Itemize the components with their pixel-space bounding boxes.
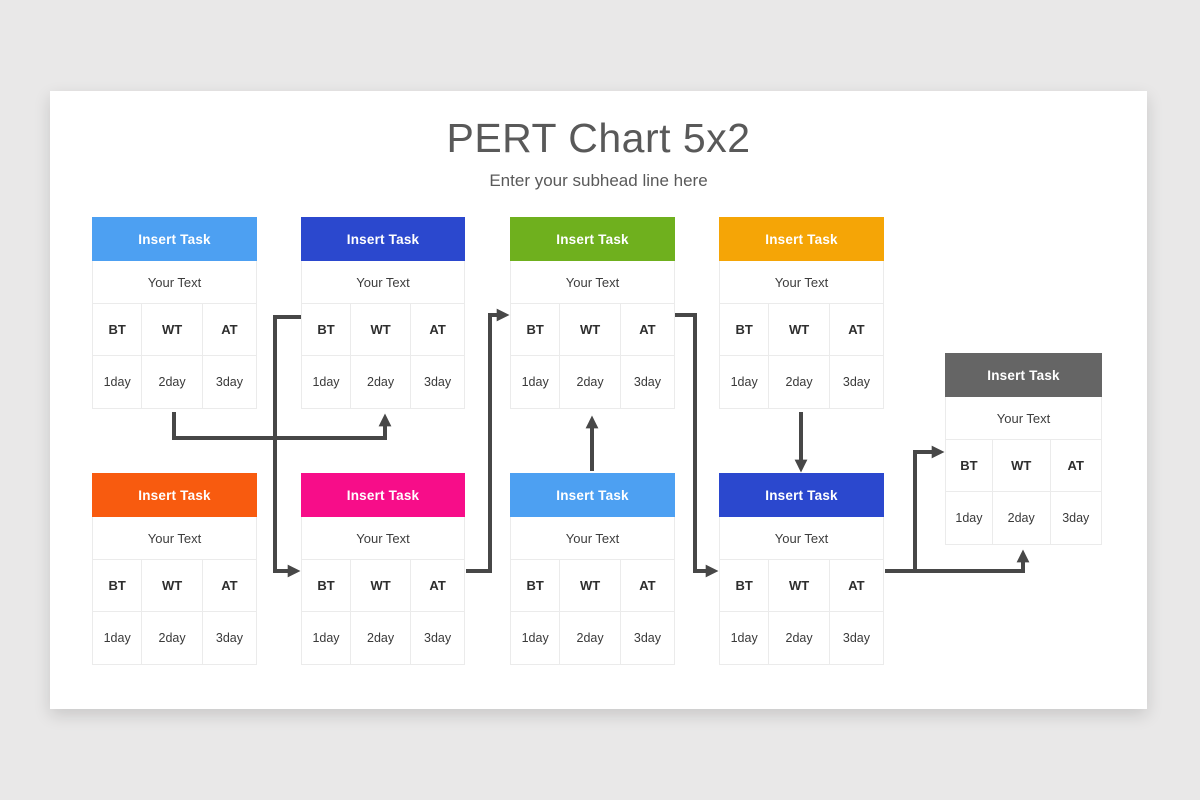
task-card-body-text[interactable]: Your Text [719, 261, 884, 303]
task-card-body-text[interactable]: Your Text [510, 261, 675, 303]
task-card-header[interactable]: Insert Task [945, 353, 1102, 397]
duration-cell: 2day [769, 612, 829, 664]
task-card-top-2[interactable]: Insert Task Your Text BT WT AT 1day 2day… [301, 217, 465, 409]
duration-cell: 1day [511, 612, 560, 664]
page-subtitle: Enter your subhead line here [489, 171, 708, 190]
task-card-header[interactable]: Insert Task [510, 217, 675, 261]
metric-cell: AT [829, 560, 883, 611]
duration-cell: 2day [142, 612, 202, 664]
duration-cell: 1day [511, 356, 560, 408]
metric-cell: BT [302, 560, 350, 611]
task-card-metrics-table: BT WT AT 1day 2day 3day [301, 303, 465, 409]
metric-cell: WT [560, 304, 620, 355]
duration-cell: 3day [620, 612, 674, 664]
task-card-metrics-table: BT WT AT 1day 2day 3day [510, 559, 675, 665]
task-card-body-text[interactable]: Your Text [92, 261, 257, 303]
duration-cell: 3day [202, 612, 256, 664]
task-card-top-3[interactable]: Insert Task Your Text BT WT AT 1day 2day… [510, 217, 675, 409]
duration-cell: 1day [946, 492, 992, 544]
duration-cell: 2day [142, 356, 202, 408]
task-card-bottom-3[interactable]: Insert Task Your Text BT WT AT 1day 2day… [510, 473, 675, 665]
metric-cell: AT [411, 304, 464, 355]
task-card-metrics-table: BT WT AT 1day 2day 3day [510, 303, 675, 409]
duration-cell: 3day [202, 356, 256, 408]
metric-cell: BT [302, 304, 350, 355]
metric-cell: BT [720, 560, 769, 611]
duration-cell: 3day [1050, 492, 1101, 544]
metric-cell: AT [411, 560, 464, 611]
task-card-metrics-table: BT WT AT 1day 2day 3day [92, 303, 257, 409]
duration-cell: 2day [560, 612, 620, 664]
task-card-body-text[interactable]: Your Text [92, 517, 257, 559]
metric-cell: BT [720, 304, 769, 355]
metric-cell: BT [93, 560, 142, 611]
metric-cell: WT [351, 304, 411, 355]
duration-cell: 3day [829, 356, 883, 408]
task-card-metrics-table: BT WT AT 1day 2day 3day [945, 439, 1102, 545]
task-card-body-text[interactable]: Your Text [719, 517, 884, 559]
metric-cell: WT [560, 560, 620, 611]
task-card-top-4[interactable]: Insert Task Your Text BT WT AT 1day 2day… [719, 217, 884, 409]
task-card-body-text[interactable]: Your Text [301, 261, 465, 303]
metric-cell: BT [511, 304, 560, 355]
task-card-bottom-2[interactable]: Insert Task Your Text BT WT AT 1day 2day… [301, 473, 465, 665]
metric-cell: BT [93, 304, 142, 355]
duration-cell: 1day [302, 612, 350, 664]
duration-cell: 1day [720, 612, 769, 664]
metric-cell: WT [769, 304, 829, 355]
metric-cell: BT [511, 560, 560, 611]
metric-cell: AT [829, 304, 883, 355]
task-card-metrics-table: BT WT AT 1day 2day 3day [301, 559, 465, 665]
task-card-body-text[interactable]: Your Text [945, 397, 1102, 439]
metric-cell: AT [202, 304, 256, 355]
task-card-metrics-table: BT WT AT 1day 2day 3day [92, 559, 257, 665]
metric-cell: AT [620, 560, 674, 611]
metric-cell: AT [620, 304, 674, 355]
duration-cell: 1day [93, 356, 142, 408]
duration-cell: 3day [411, 612, 464, 664]
task-card-body-text[interactable]: Your Text [301, 517, 465, 559]
task-card-header[interactable]: Insert Task [719, 217, 884, 261]
task-card-metrics-table: BT WT AT 1day 2day 3day [719, 559, 884, 665]
metric-cell: BT [946, 440, 992, 491]
task-card-bottom-4[interactable]: Insert Task Your Text BT WT AT 1day 2day… [719, 473, 884, 665]
duration-cell: 2day [769, 356, 829, 408]
task-card-header[interactable]: Insert Task [92, 473, 257, 517]
duration-cell: 3day [829, 612, 883, 664]
duration-cell: 1day [93, 612, 142, 664]
task-card-header[interactable]: Insert Task [719, 473, 884, 517]
metric-cell: WT [142, 304, 202, 355]
duration-cell: 2day [560, 356, 620, 408]
task-card-header[interactable]: Insert Task [510, 473, 675, 517]
metric-cell: AT [202, 560, 256, 611]
duration-cell: 2day [992, 492, 1050, 544]
metric-cell: WT [992, 440, 1050, 491]
task-card-body-text[interactable]: Your Text [510, 517, 675, 559]
duration-cell: 2day [351, 612, 411, 664]
task-card-header[interactable]: Insert Task [301, 473, 465, 517]
page-title: PERT Chart 5x2 [446, 115, 751, 161]
task-card-top-1[interactable]: Insert Task Your Text BT WT AT 1day 2day… [92, 217, 257, 409]
task-card-metrics-table: BT WT AT 1day 2day 3day [719, 303, 884, 409]
metric-cell: AT [1050, 440, 1101, 491]
duration-cell: 1day [302, 356, 350, 408]
task-card-header[interactable]: Insert Task [301, 217, 465, 261]
duration-cell: 2day [351, 356, 411, 408]
duration-cell: 3day [620, 356, 674, 408]
task-card-final[interactable]: Insert Task Your Text BT WT AT 1day 2day… [945, 353, 1102, 545]
task-card-header[interactable]: Insert Task [92, 217, 257, 261]
metric-cell: WT [142, 560, 202, 611]
task-card-bottom-1[interactable]: Insert Task Your Text BT WT AT 1day 2day… [92, 473, 257, 665]
duration-cell: 1day [720, 356, 769, 408]
duration-cell: 3day [411, 356, 464, 408]
metric-cell: WT [351, 560, 411, 611]
metric-cell: WT [769, 560, 829, 611]
